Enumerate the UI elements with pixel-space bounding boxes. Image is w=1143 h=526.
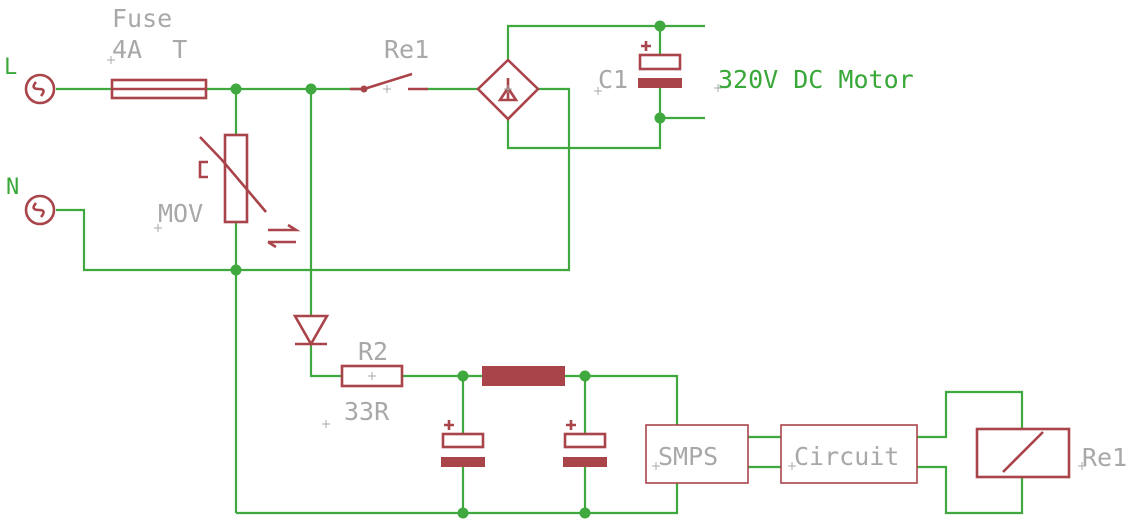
circuit-block: Circuit — [780, 424, 918, 484]
plus-icon — [641, 41, 651, 51]
origin-cross — [1078, 462, 1086, 470]
origin-cross — [107, 56, 115, 64]
mov-label: MOV — [158, 199, 203, 228]
origin-cross — [322, 420, 330, 428]
motor-label: 320V DC Motor — [718, 65, 914, 94]
line-terminal-label: L — [4, 55, 17, 80]
polarized-capacitor-icon — [638, 53, 682, 71]
fuse-value-label: 4A T — [112, 35, 187, 64]
relay-coil-icon — [975, 427, 1071, 479]
capacitor-negative-plate — [441, 457, 485, 467]
bidirectional-arrows-icon — [267, 223, 301, 249]
mov: MOV — [154, 133, 301, 249]
wire-bridge-plus — [506, 24, 705, 60]
polarized-capacitor-icon — [441, 432, 485, 449]
motor: 320V DC Motor — [714, 65, 914, 94]
neutral-terminal-label: N — [6, 175, 19, 200]
capacitor-negative-plate — [563, 457, 607, 467]
smps-block: SMPS — [645, 424, 749, 484]
capacitor-negative-plate — [638, 78, 682, 88]
polarized-capacitor-icon — [563, 432, 607, 449]
junctions — [230, 20, 666, 519]
filter-capacitor-1 — [441, 420, 485, 467]
wire-coil-1 — [917, 390, 1024, 439]
junction-dot — [230, 83, 242, 95]
junction-dot — [579, 507, 591, 519]
junction-dot — [579, 370, 591, 382]
smps-box — [645, 424, 749, 484]
ac-source-terminal-icon — [24, 73, 56, 105]
plus-icon — [566, 420, 576, 430]
diode-icon — [292, 314, 330, 347]
diode — [292, 314, 330, 347]
junction-dot — [457, 370, 469, 382]
origin-cross — [788, 462, 796, 470]
wire-neutral — [56, 87, 571, 272]
fuse-name-label: Fuse — [112, 4, 172, 33]
wire-inductor-to-smps — [565, 374, 679, 425]
r2-name-label: R2 — [358, 337, 388, 366]
relay-coil: Re1 — [975, 427, 1127, 479]
fuse: Fuse 4A T — [107, 4, 208, 100]
junction-dot — [230, 264, 242, 276]
resistor-icon — [340, 364, 404, 388]
junction-dot — [654, 20, 666, 32]
inductor — [482, 366, 565, 386]
circuit-box — [780, 424, 918, 484]
relay-coil-slash — [1002, 431, 1044, 473]
bridge-rectifier — [476, 58, 540, 121]
wire-bridge-minus — [506, 116, 705, 150]
ac-source-terminal-icon — [24, 194, 56, 226]
origin-cross — [154, 224, 162, 232]
origin-cross — [383, 85, 391, 93]
ac-wave-icon — [32, 81, 45, 97]
varistor-icon — [223, 133, 249, 224]
relay-contact-icon — [363, 72, 413, 91]
junction-dot — [305, 83, 317, 95]
relay-contact-label: Re1 — [384, 35, 429, 64]
filter-capacitor-2 — [563, 420, 607, 467]
junction-dot — [654, 112, 666, 124]
origin-cross — [652, 462, 660, 470]
r2-value-label: 33R — [344, 397, 390, 426]
origin-cross — [714, 84, 722, 92]
neutral-terminal: N — [6, 175, 56, 226]
junction-dot — [457, 507, 469, 519]
bridge-rectifier-icon — [476, 58, 540, 121]
line-terminal: L — [4, 55, 56, 105]
circuit-label: Circuit — [794, 442, 899, 471]
capacitor-c1: C1 — [594, 41, 682, 95]
varistor-bracket — [198, 160, 208, 179]
inductor-icon — [482, 366, 565, 386]
origin-cross — [368, 372, 376, 380]
relay-coil-label: Re1 — [1082, 443, 1127, 472]
relay-contact: Re1 — [350, 35, 429, 93]
origin-cross — [504, 85, 512, 93]
wires — [56, 24, 1024, 515]
wire-diode-to-r2 — [309, 344, 342, 378]
wire-coil-2 — [917, 465, 1024, 515]
wire-ground — [236, 483, 679, 515]
plus-icon — [444, 420, 454, 430]
c1-label: C1 — [598, 65, 628, 94]
ac-wave-icon — [32, 202, 45, 218]
resistor-r2: R2 33R — [322, 337, 404, 428]
varistor-slash — [199, 136, 267, 213]
origin-cross — [594, 87, 602, 95]
smps-label: SMPS — [658, 442, 718, 471]
